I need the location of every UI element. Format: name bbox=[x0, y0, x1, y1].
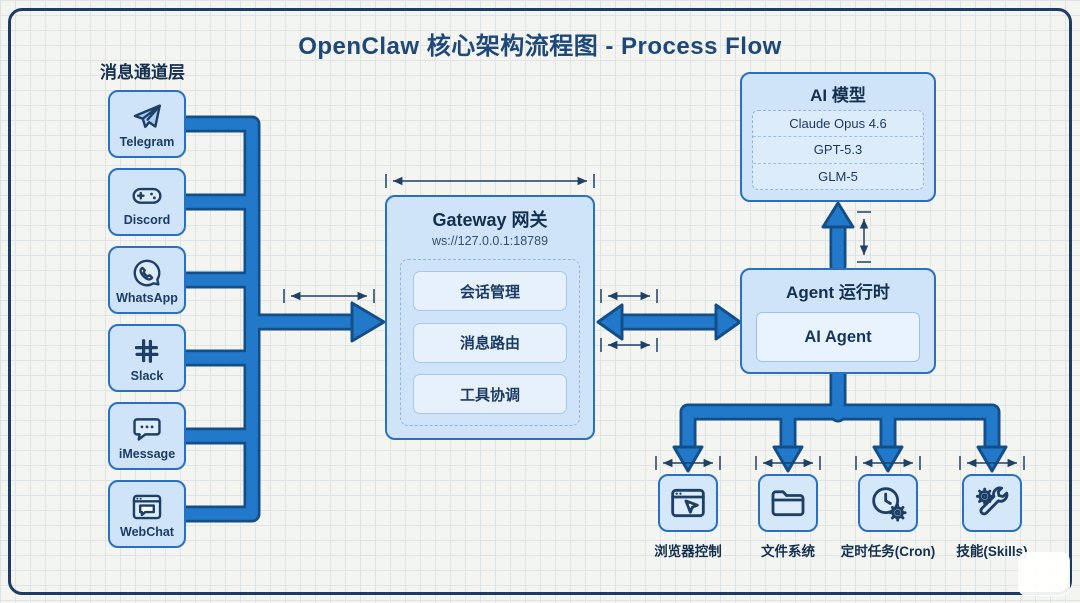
channel-label: Telegram bbox=[119, 134, 175, 149]
channel-webchat: WebChat bbox=[108, 480, 186, 548]
browser-control-icon bbox=[668, 483, 708, 523]
gateway-module-routing: 消息路由 bbox=[413, 322, 567, 363]
skills-icon bbox=[972, 483, 1012, 523]
tool-skills bbox=[962, 474, 1022, 532]
channel-imessage: iMessage bbox=[108, 402, 186, 470]
channel-discord: Discord bbox=[108, 168, 186, 236]
channel-label: WebChat bbox=[120, 524, 174, 539]
cron-icon bbox=[868, 483, 908, 523]
ai-model-gpt: GPT-5.3 bbox=[753, 137, 923, 164]
tool-browser-control bbox=[658, 474, 718, 532]
whatsapp-icon bbox=[130, 256, 164, 290]
gateway-ws-address: ws://127.0.0.1:18789 bbox=[431, 234, 549, 248]
diagram-title: OpenClaw 核心架构流程图 - Process Flow bbox=[298, 33, 782, 60]
imessage-icon bbox=[130, 412, 164, 446]
ai-model-glm: GLM-5 bbox=[818, 168, 858, 184]
webchat-icon bbox=[130, 490, 164, 524]
ai-models-list: Claude Opus 4.6 GPT-5.3 GLM-5 bbox=[752, 110, 924, 190]
thick-arrow-fills bbox=[181, 118, 998, 520]
tool-label-file-system: 文件系统 bbox=[761, 544, 815, 559]
ai-agent-core: AI Agent bbox=[756, 312, 920, 362]
telegram-icon bbox=[130, 100, 164, 134]
ai-models-title: AI 模型 bbox=[810, 86, 866, 105]
channel-label: iMessage bbox=[118, 446, 176, 461]
agent-runtime-title: Agent 运行时 bbox=[786, 283, 890, 302]
agent-runtime-node: Agent 运行时 AI Agent bbox=[740, 268, 936, 374]
watermark bbox=[1018, 552, 1070, 596]
gateway-modules: 会话管理 消息路由 工具协调 bbox=[400, 259, 580, 426]
tool-label-browser-control: 浏览器控制 bbox=[654, 544, 722, 559]
channel-label: WhatsApp bbox=[116, 290, 178, 305]
channel-slack: Slack bbox=[108, 324, 186, 392]
tool-cron bbox=[858, 474, 918, 532]
dimension-arrows bbox=[283, 174, 1025, 470]
ai-model-claude: Claude Opus 4.6 bbox=[753, 111, 923, 138]
channels-layer-label: 消息通道层 bbox=[100, 63, 185, 82]
channel-label: Discord bbox=[123, 212, 171, 227]
gateway-module-tools: 工具协调 bbox=[413, 374, 567, 414]
tool-label-skills: 技能(Skills) bbox=[956, 544, 1028, 559]
slack-icon bbox=[130, 334, 164, 368]
tool-file-system bbox=[758, 474, 818, 532]
gateway-module-session: 会话管理 bbox=[413, 271, 567, 311]
discord-icon bbox=[130, 178, 164, 212]
channel-label: Slack bbox=[130, 368, 164, 383]
channel-telegram: Telegram bbox=[108, 90, 186, 158]
file-system-icon bbox=[768, 483, 808, 523]
gateway-title: Gateway 网关 bbox=[432, 210, 548, 230]
channel-whatsapp: WhatsApp bbox=[108, 246, 186, 314]
ai-models-node: AI 模型 Claude Opus 4.6 GPT-5.3 GLM-5 bbox=[740, 72, 936, 202]
tool-label-cron: 定时任务(Cron) bbox=[840, 544, 936, 559]
gateway-node: Gateway 网关 ws://127.0.0.1:18789 会话管理 消息路… bbox=[385, 195, 595, 440]
outer-border bbox=[8, 8, 1072, 595]
